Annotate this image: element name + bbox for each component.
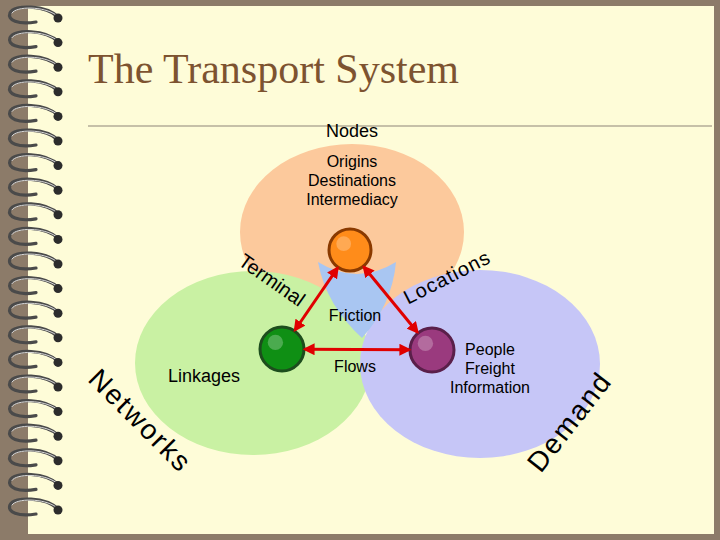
ellipse-node: People Freight InformationDemand — [360, 270, 600, 458]
nodes-heading: Nodes — [240, 120, 464, 142]
nodes-list: Origins Destinations Intermediacy — [297, 152, 407, 209]
slide-title: The Transport System — [88, 44, 459, 94]
demand-marker — [410, 328, 454, 372]
marker-highlight — [336, 236, 351, 251]
title-rule — [88, 125, 712, 127]
edge-label: Flows — [334, 359, 376, 375]
linkages-label: Linkages — [144, 365, 264, 387]
center-label: Friction — [329, 308, 381, 324]
marker-highlight — [268, 335, 283, 350]
slide-paper — [28, 6, 714, 534]
demand-list: People Freight Information — [440, 340, 540, 397]
spiral-binding — [10, 7, 63, 515]
node-marker — [329, 229, 371, 271]
marker-highlight — [418, 336, 433, 351]
link-marker — [260, 327, 304, 371]
